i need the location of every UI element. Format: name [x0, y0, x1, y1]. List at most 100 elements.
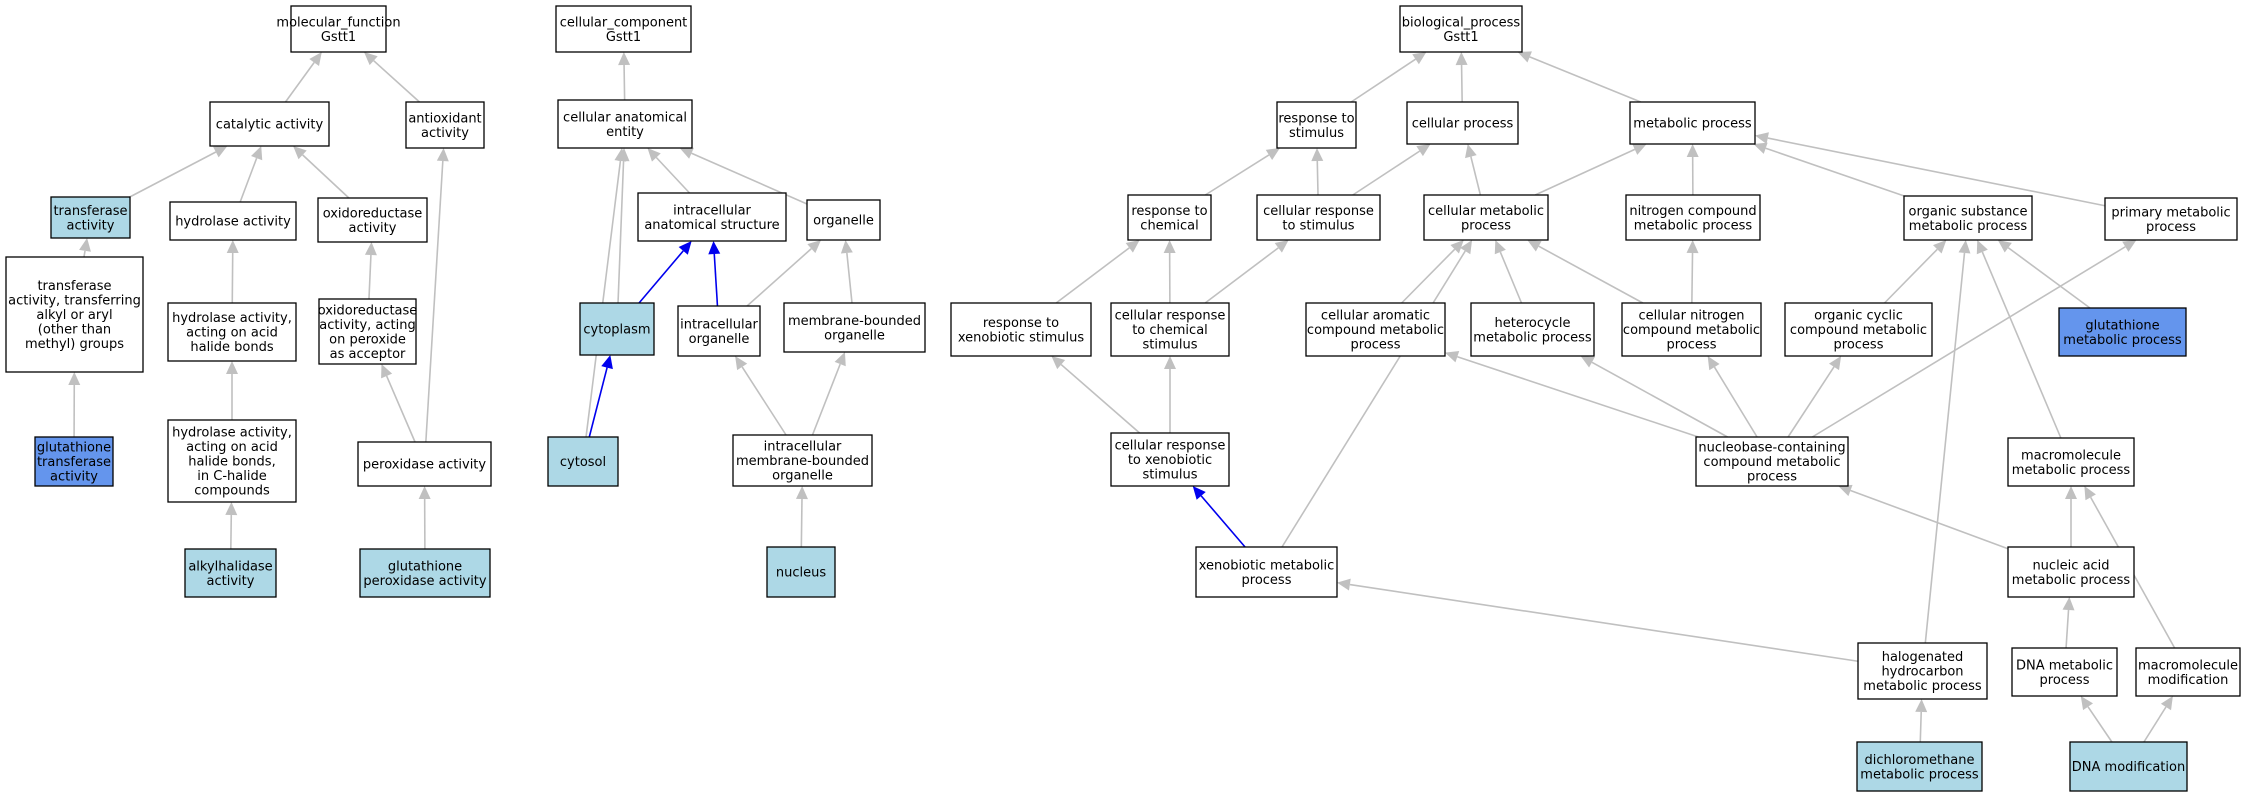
node-label-line: Gstt1 [1443, 30, 1478, 45]
node-label-line: cytoplasm [583, 323, 650, 338]
edge-hhmp-to-osmp [1924, 240, 1971, 644]
go-term-node-mp[interactable]: metabolic process [1629, 101, 1756, 145]
edge-dnamp-to-namp [2062, 597, 2075, 649]
node-label-line: transferase [53, 204, 127, 219]
node-box [2007, 437, 2135, 487]
edge-xmp-to-crtxs [1192, 486, 1246, 548]
edge-nbcmp-to-cncmp [1707, 356, 1758, 438]
node-label-line: response to [1278, 111, 1354, 126]
node-label-line: metabolic process [1633, 117, 1752, 132]
go-term-node-org[interactable]: organelle [806, 199, 881, 241]
go-term-node-cyto[interactable]: cytoplasm [579, 302, 655, 356]
node-label-line: organelle [824, 328, 885, 343]
node-box [1903, 195, 2033, 241]
edge-nbcmp-to-hmp [1580, 356, 1728, 438]
node-box [359, 548, 491, 598]
node-label-line: activity [421, 126, 469, 141]
edge-hydhal-to-hydro [226, 240, 239, 304]
node-label-line: transferase [37, 455, 111, 470]
node-label-line: xenobiotic metabolic [1199, 558, 1335, 573]
edge-osmp-to-mp [1753, 142, 1905, 197]
go-term-node-dnamod[interactable]: DNA modification [2069, 741, 2188, 792]
go-term-node-cat[interactable]: catalytic activity [209, 101, 330, 147]
go-term-node-perox[interactable]: peroxidase activity [357, 441, 492, 487]
node-label-line: cellular_component [560, 15, 688, 30]
go-term-node-hydchal[interactable]: hydrolase activity,acting on acidhalide … [167, 419, 297, 503]
go-term-node-hydro[interactable]: hydrolase activity [169, 201, 297, 241]
node-box [318, 298, 417, 365]
node-label-line: organelle [689, 332, 750, 347]
go-term-node-hydhal[interactable]: hydrolase activity,acting on acidhalide … [167, 302, 297, 362]
node-label-line: cellular response [1115, 309, 1226, 324]
node-label-line: oxidoreductase [323, 206, 423, 221]
node-label-line: hydrocarbon [1881, 665, 1963, 680]
node-box [1276, 101, 1357, 149]
node-box [50, 196, 131, 239]
node-box [766, 546, 836, 598]
node-label-line: to chemical [1132, 323, 1208, 338]
go-term-node-nucleus[interactable]: nucleus [766, 546, 836, 598]
edge-transf2-to-transf [79, 238, 91, 258]
node-label-line: xenobiotic stimulus [958, 330, 1085, 345]
node-label-line: metabolic process [1473, 330, 1592, 345]
node-label-line: process [1667, 338, 1717, 353]
edge-cncmp-to-cmp [1527, 240, 1644, 304]
node-label-line: in C-halide [197, 469, 266, 484]
go-term-node-cp[interactable]: cellular process [1406, 101, 1519, 145]
node-label-line: Gstt1 [321, 30, 356, 45]
node-label-line: cytosol [560, 455, 606, 470]
node-label-line: methyl) groups [25, 337, 124, 352]
node-label-line: activity [67, 218, 115, 233]
node-box [1423, 194, 1549, 241]
node-box [1470, 302, 1595, 357]
edge-crtxs-to-crtcs [1164, 356, 1176, 433]
node-label-line: Gstt1 [606, 30, 641, 45]
node-label-line: cellular process [1412, 117, 1514, 132]
node-label-line: cellular anatomical [563, 110, 687, 125]
edge-antiox-to-mf [364, 52, 421, 103]
node-box [1305, 302, 1446, 357]
go-term-node-cytosol[interactable]: cytosol [547, 436, 619, 487]
node-label-line: DNA metabolic [2016, 658, 2113, 673]
edge-mmp-to-osmp [1976, 240, 2062, 439]
